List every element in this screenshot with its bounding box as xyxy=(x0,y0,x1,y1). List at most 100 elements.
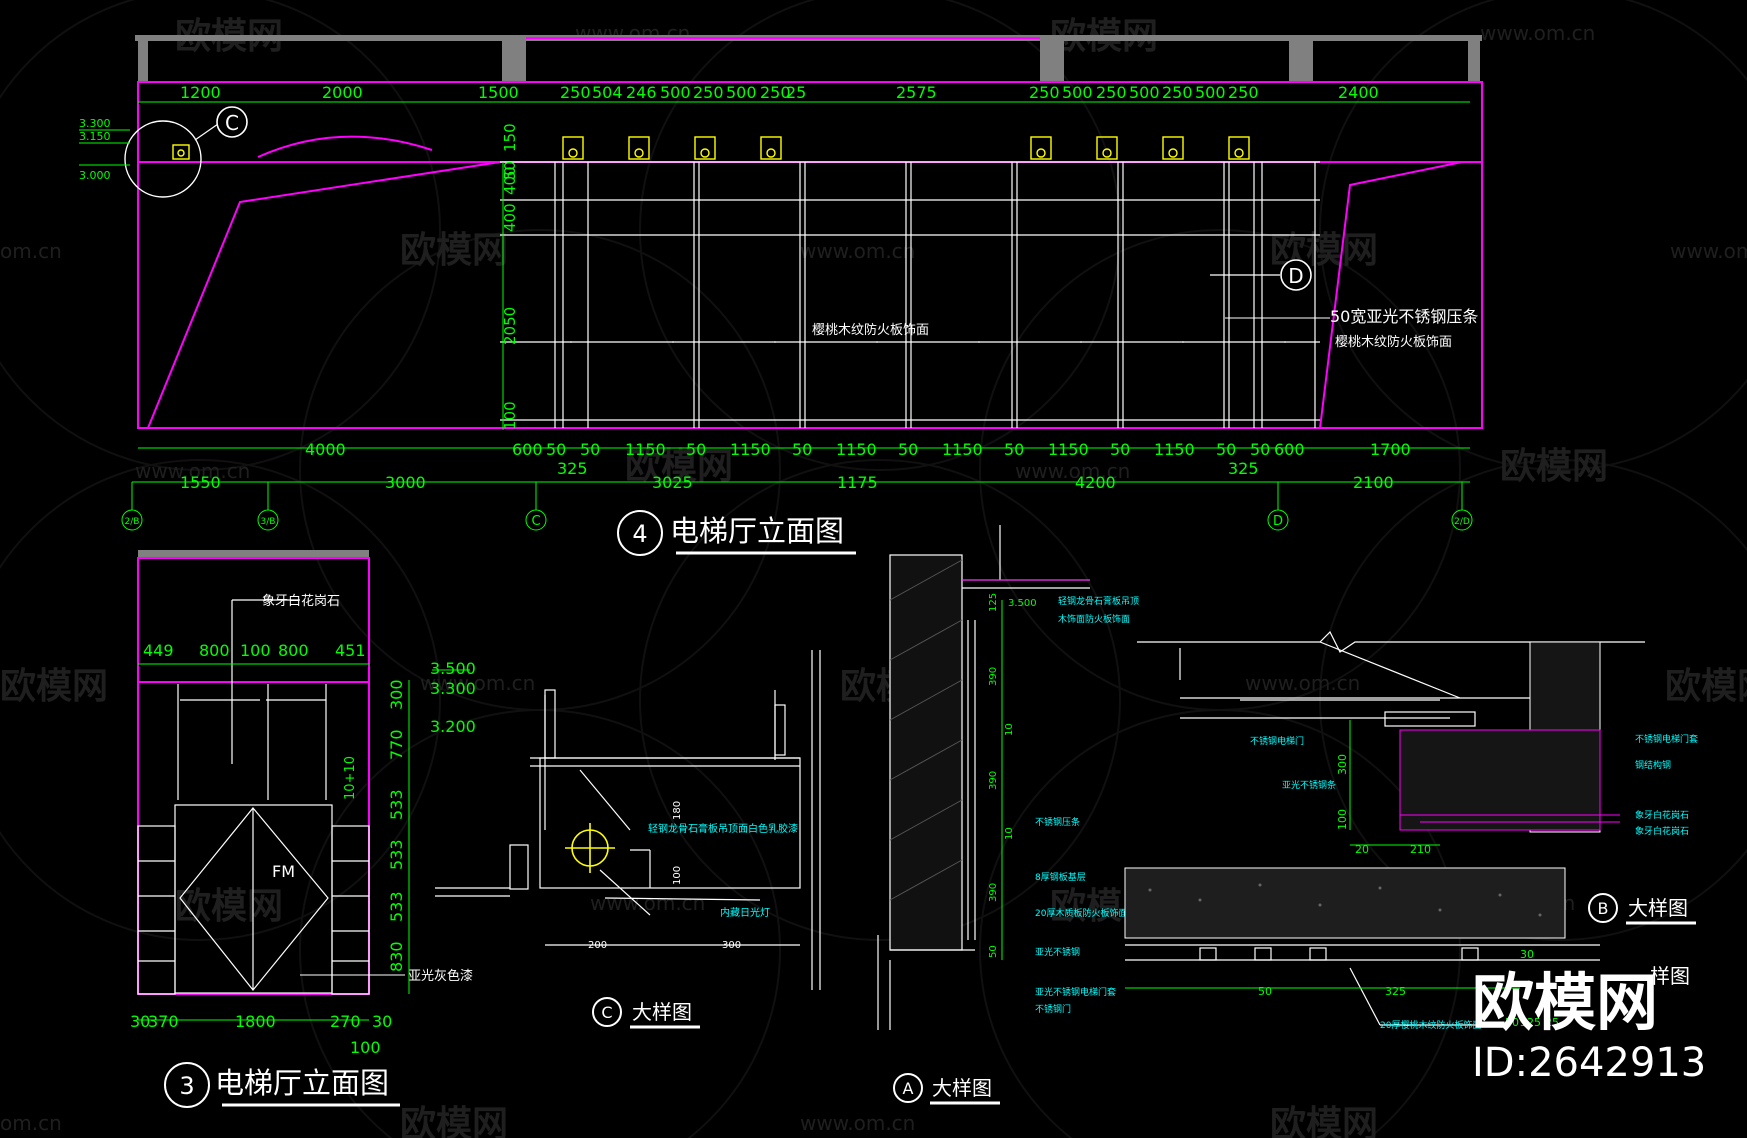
dim-text: 250 xyxy=(1228,83,1259,102)
downlight-icon xyxy=(1228,136,1250,160)
watermark-url-fragment: om.cn xyxy=(0,1111,62,1135)
axis-label: D xyxy=(1273,514,1283,529)
dim-text: 50 xyxy=(686,440,706,459)
dim-text: 2100 xyxy=(1353,473,1394,492)
axis-label: 2/B xyxy=(125,517,140,527)
dim-text: 50 xyxy=(1110,440,1130,459)
watermark-url: www.om.cn xyxy=(590,891,705,915)
level-label: 3.500 xyxy=(1008,598,1037,609)
detail-note: 钢结构钢 xyxy=(1635,759,1671,771)
dim-text: 325 xyxy=(1385,985,1406,998)
dim-text: 3000 xyxy=(385,473,426,492)
dim-text: 210 xyxy=(1410,843,1431,856)
dim-text: 100 xyxy=(240,641,271,660)
axis-marker: 3/B xyxy=(257,509,279,531)
dim-text: 400 xyxy=(501,203,519,232)
dim-text: 125 xyxy=(988,593,999,612)
detail-b-title: B 大样图 xyxy=(1588,893,1696,925)
downlight-icon xyxy=(1030,136,1052,160)
dim-text: 50 xyxy=(1250,440,1270,459)
dim-text: 500 xyxy=(1195,83,1226,102)
callout-d: D xyxy=(1210,259,1312,291)
detail-note: 轻钢龙骨石膏板吊顶 xyxy=(1058,595,1139,607)
dim-text: 2575 xyxy=(896,83,937,102)
dim-text: 250 xyxy=(1029,83,1060,102)
axis-label: 2/D xyxy=(1454,517,1470,527)
dim-text: 1150 xyxy=(942,440,983,459)
bottom-dimensions-2: 1550 3000 325 3025 1175 4200 325 2100 xyxy=(180,459,1394,492)
detail-b: 300 100 20 210 30 50 325 50 325 25 不锈钢电梯… xyxy=(1124,630,1698,1031)
dim-text: 100 xyxy=(350,1038,381,1057)
note-ceiling: 轻钢龙骨石膏板吊顶面白色乳胶漆 xyxy=(648,822,798,835)
dim-text: 250 xyxy=(1096,83,1127,102)
watermark-brand: 欧模网 xyxy=(0,666,108,707)
detail-marker: B xyxy=(1598,899,1609,918)
dim-text: 533 xyxy=(387,789,406,820)
dim-text: 100 xyxy=(1336,809,1349,830)
watermark-brand: 欧模网 xyxy=(400,230,508,271)
title-text: 电梯厅立面图 xyxy=(670,514,844,548)
dim-text: 2400 xyxy=(1338,83,1379,102)
dim-text: 250 xyxy=(1162,83,1193,102)
dim-text: 25 xyxy=(786,83,806,102)
dim-text: 1175 xyxy=(837,473,878,492)
dim-text: 1700 xyxy=(1370,440,1411,459)
stamp-brand: 欧模网 xyxy=(1472,966,1658,1039)
axis-marker: C xyxy=(525,509,547,531)
callout-c-label: C xyxy=(225,111,239,135)
ceiling-downlights xyxy=(172,136,1250,160)
dim-text: 30 xyxy=(130,1012,150,1031)
level-label: 3.300 xyxy=(79,117,111,130)
note-panel-finish-2: 樱桃木纹防火板饰面 xyxy=(1335,334,1452,350)
dim-text: 1550 xyxy=(180,473,221,492)
note-stone: 象牙白花岗石 xyxy=(262,593,340,609)
dim-text: 50 xyxy=(1004,440,1024,459)
dim-text: 4000 xyxy=(305,440,346,459)
dim-text: 1150 xyxy=(730,440,771,459)
dim-text: 1150 xyxy=(836,440,877,459)
detail-note: 亚光不锈钢条 xyxy=(1282,779,1336,791)
dim-text: 1200 xyxy=(180,83,221,102)
watermark-brand: 欧模网 xyxy=(400,1104,508,1138)
watermark-brand: 欧模网 xyxy=(625,446,733,487)
watermark-brand: 欧模网 xyxy=(1665,666,1747,707)
watermark-stamp: 欧模网 ID:2642913 xyxy=(1472,966,1706,1086)
top-dimensions: 1200 2000 1500 250 504 246 500 250 500 2… xyxy=(180,83,1379,102)
dim-text: 390 xyxy=(988,771,999,790)
dim-text: 2000 xyxy=(322,83,363,102)
detail-label: 大样图 xyxy=(632,1000,692,1024)
dim-text: 504 xyxy=(592,83,623,102)
dim-text: 500 xyxy=(1062,83,1093,102)
detail-note: 象牙白花岗石 xyxy=(1635,825,1689,837)
dim-text: 770 xyxy=(387,729,406,760)
downlight-icon xyxy=(172,144,190,160)
door-label: FM xyxy=(272,862,295,881)
elevation-3-dimensions xyxy=(138,663,470,1021)
axis-label: C xyxy=(531,514,540,529)
dim-text: 500 xyxy=(660,83,691,102)
note-paint: 亚光灰色漆 xyxy=(408,968,473,984)
detail-a: 125 390 10 390 10 390 50 3.500 轻钢龙骨石膏板吊顶… xyxy=(877,525,1139,1105)
dimension-lines xyxy=(131,101,1470,510)
title-text: 电梯厅立面图 xyxy=(215,1066,389,1100)
axis-marker: D xyxy=(1267,509,1289,531)
dim-text: 3025 xyxy=(652,473,693,492)
detail-label: 大样图 xyxy=(1628,896,1688,920)
detail-note: 20厚樱桃木纹防火板饰面 xyxy=(1380,1019,1481,1031)
elevation-3: FM 象牙白花岗石 亚光灰色漆 449 800 100 800 451 3.50… xyxy=(130,550,476,1108)
note-panel-finish: 樱桃木纹防火板饰面 xyxy=(812,322,929,338)
downlight-icon xyxy=(562,136,584,160)
downlight-icon xyxy=(1162,136,1184,160)
downlight-icon xyxy=(694,136,716,160)
detail-note: 象牙白花岗石 xyxy=(1635,809,1689,821)
downlight-icon xyxy=(1096,136,1118,160)
watermark-url: www.om.cn xyxy=(1670,239,1747,263)
dim-text: 370 xyxy=(148,1012,179,1031)
detail-label: 大样图 xyxy=(932,1076,992,1100)
note-stainless-strip: 50宽亚光不锈钢压条 xyxy=(1330,307,1478,326)
dim-text: 10+10 xyxy=(343,756,358,800)
watermark-url: www.om.cn xyxy=(1480,21,1595,45)
dim-text: 533 xyxy=(387,891,406,922)
dim-text: 3.500 xyxy=(430,659,476,678)
dim-text: 500 xyxy=(1129,83,1160,102)
